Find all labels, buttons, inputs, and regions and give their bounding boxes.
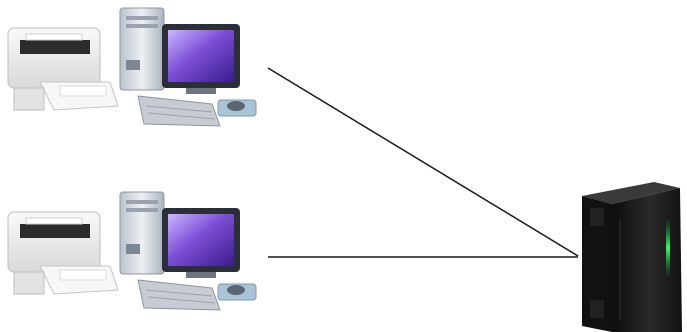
server-node xyxy=(582,182,682,332)
workstation-node-1 xyxy=(7,7,257,127)
workstation-node-2 xyxy=(7,191,257,311)
server-tower-icon xyxy=(582,182,682,332)
connection-line-station-1-to-server xyxy=(267,67,579,257)
